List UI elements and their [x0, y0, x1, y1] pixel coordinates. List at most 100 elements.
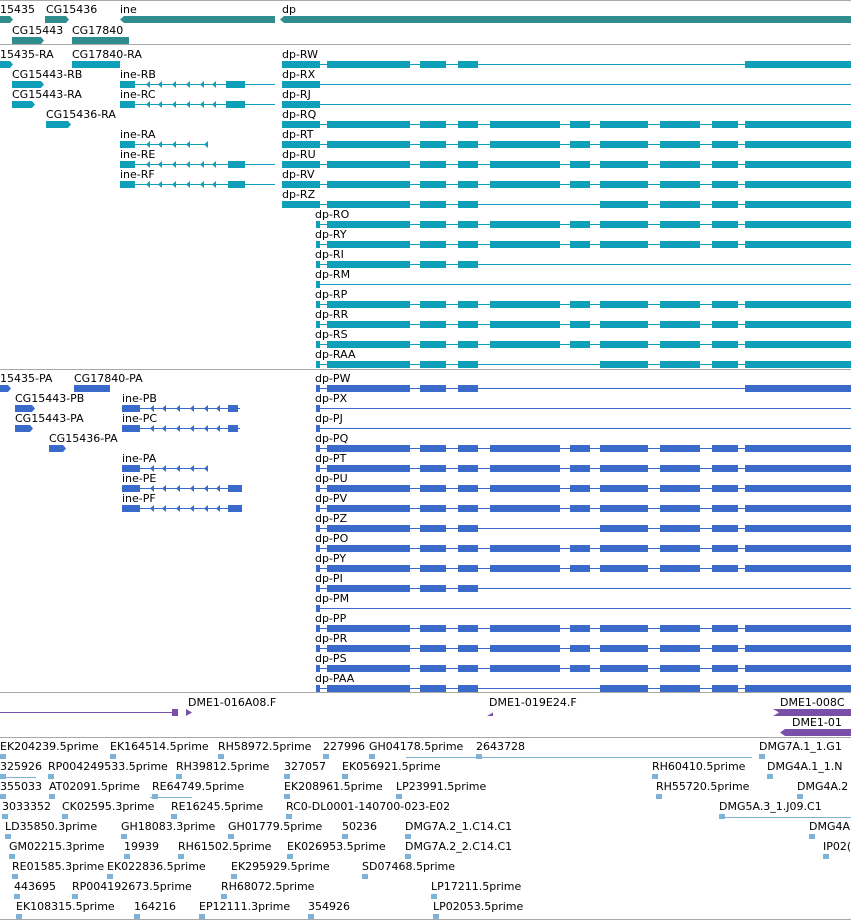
est-block[interactable] [134, 914, 140, 919]
exon-block[interactable] [660, 361, 700, 368]
transcript-label[interactable]: dp-RW [282, 48, 318, 61]
exon-block[interactable] [458, 665, 478, 672]
est-block[interactable] [231, 874, 237, 879]
exon-block[interactable] [458, 445, 478, 452]
exon-block[interactable] [745, 181, 851, 188]
exon-block[interactable] [490, 181, 560, 188]
est-label[interactable]: RH58972.5prime [218, 740, 312, 753]
exon-block[interactable] [316, 301, 320, 308]
exon-block[interactable] [600, 505, 648, 512]
exon-block[interactable] [660, 485, 700, 492]
exon-block[interactable] [327, 321, 410, 328]
exon-block[interactable] [712, 645, 738, 652]
exon-block[interactable] [120, 141, 135, 148]
exon-block[interactable] [458, 201, 478, 208]
est-label[interactable]: CK02595.3prime [62, 800, 155, 813]
est-block[interactable] [48, 774, 54, 779]
exon-block[interactable] [712, 301, 738, 308]
exon-block[interactable] [712, 221, 738, 228]
exon-block[interactable] [712, 341, 738, 348]
est-block[interactable] [171, 814, 177, 819]
exon-block[interactable] [745, 625, 851, 632]
transcript-label[interactable]: dp-RR [315, 308, 349, 321]
protein-label[interactable]: dp-PY [315, 552, 346, 565]
exon-block[interactable] [316, 405, 320, 412]
protein-label[interactable]: dp-PU [315, 472, 348, 485]
est-block[interactable] [652, 774, 658, 779]
est-label[interactable]: 50236 [342, 820, 377, 833]
exon-block[interactable] [282, 61, 320, 68]
exon-block[interactable] [458, 645, 478, 652]
exon-block[interactable] [420, 525, 446, 532]
est-block[interactable] [287, 854, 293, 859]
exon-block[interactable] [600, 665, 648, 672]
exon-block[interactable] [420, 625, 446, 632]
exon-block[interactable] [327, 465, 410, 472]
est-block[interactable] [152, 794, 158, 799]
exon-block[interactable] [745, 645, 851, 652]
exon-block[interactable] [660, 665, 700, 672]
exon-block[interactable] [316, 585, 320, 592]
exon-block[interactable] [327, 61, 410, 68]
exon-block[interactable] [745, 665, 851, 672]
exon-block[interactable] [282, 161, 320, 168]
cdna-feature[interactable] [172, 709, 178, 716]
est-block[interactable] [342, 774, 348, 779]
exon-block[interactable] [282, 121, 320, 128]
est-label[interactable]: RH60410.5prime [652, 760, 746, 773]
est-block[interactable] [797, 794, 803, 799]
exon-block[interactable] [570, 321, 590, 328]
exon-block[interactable] [120, 101, 135, 108]
exon-block[interactable] [282, 141, 320, 148]
exon-block[interactable] [600, 565, 648, 572]
transcript-label[interactable]: dp-RJ [282, 88, 311, 101]
exon-block[interactable] [420, 221, 446, 228]
transcript-label[interactable]: CG15436-RA [46, 108, 116, 121]
exon-block[interactable] [600, 201, 648, 208]
exon-block[interactable] [600, 485, 648, 492]
gene-feature[interactable] [12, 37, 44, 44]
exon-block[interactable] [712, 161, 738, 168]
exon-block[interactable] [660, 161, 700, 168]
protein-label[interactable]: dp-PM [315, 592, 349, 605]
exon-block[interactable] [745, 141, 851, 148]
transcript-label[interactable]: dp-RP [315, 288, 348, 301]
exon-block[interactable] [316, 485, 320, 492]
exon-block[interactable] [712, 241, 738, 248]
est-label[interactable]: LP23991.5prime [396, 780, 487, 793]
exon-block[interactable] [120, 161, 135, 168]
exon-block[interactable] [316, 685, 320, 692]
gene-label[interactable]: 15435 [0, 3, 35, 16]
est-block[interactable] [121, 834, 127, 839]
transcript-label[interactable]: dp-RO [315, 208, 350, 221]
transcript-label[interactable]: dp-RS [315, 328, 348, 341]
protein-label[interactable]: CG15443-PA [15, 412, 84, 425]
exon-block[interactable] [458, 465, 478, 472]
gene-label[interactable]: CG15443 [12, 24, 63, 37]
transcript-label[interactable]: dp-RU [282, 148, 316, 161]
exon-block[interactable] [316, 221, 320, 228]
est-label[interactable]: RE01585.3prime [12, 860, 104, 873]
est-block[interactable] [433, 914, 439, 919]
est-block[interactable] [218, 754, 224, 759]
protein-label[interactable]: dp-PV [315, 492, 348, 505]
exon-block[interactable] [745, 361, 851, 368]
exon-block[interactable] [745, 61, 851, 68]
exon-block[interactable] [745, 161, 851, 168]
exon-block[interactable] [327, 445, 410, 452]
protein-label[interactable]: dp-PX [315, 392, 348, 405]
exon-block[interactable] [420, 141, 446, 148]
exon-block[interactable] [660, 301, 700, 308]
exon-block[interactable] [600, 685, 648, 692]
protein-label[interactable]: dp-PW [315, 372, 351, 385]
protein-label[interactable]: ine-PC [122, 412, 157, 425]
est-label[interactable]: 2643728 [476, 740, 525, 753]
est-block[interactable] [405, 834, 411, 839]
exon-block[interactable] [490, 241, 560, 248]
exon-block[interactable] [122, 465, 140, 472]
exon-block[interactable] [745, 525, 851, 532]
exon-block[interactable] [316, 281, 320, 288]
exon-block[interactable] [316, 361, 320, 368]
exon-block[interactable] [327, 485, 410, 492]
exon-block[interactable] [600, 181, 648, 188]
